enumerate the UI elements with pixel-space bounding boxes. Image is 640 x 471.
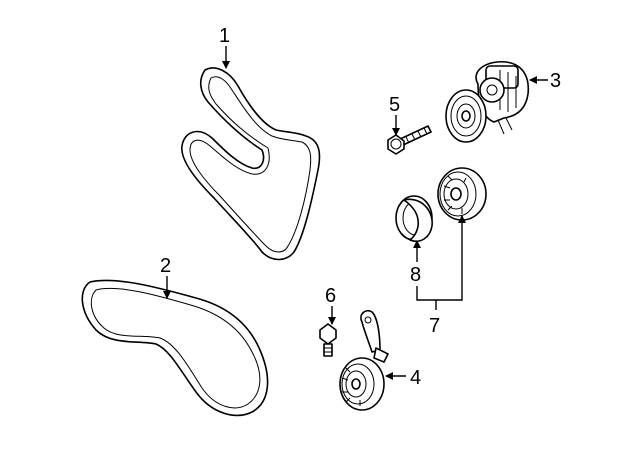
idler-pulley [437,167,487,221]
callout-8: 8 [410,264,421,286]
pulley-small [395,195,433,242]
belt-lower [81,279,269,417]
tensioner-pulley [339,309,389,411]
callout-3: 3 [550,70,561,92]
callout-6: 6 [325,285,336,307]
belt-upper [181,67,321,261]
bolt-long [387,125,432,155]
callout-4: 4 [410,367,421,389]
leader-7 [416,215,466,301]
callout-7: 7 [429,315,440,337]
callout-5: 5 [389,94,400,116]
callout-2: 2 [160,255,171,277]
bolt-short [319,323,337,357]
tensioner-assembly [445,60,530,143]
callout-1: 1 [219,25,230,47]
